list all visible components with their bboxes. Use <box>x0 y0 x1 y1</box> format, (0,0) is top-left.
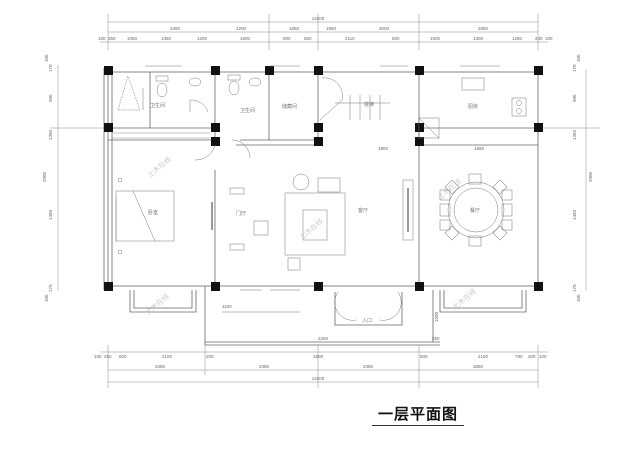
svg-text:900: 900 <box>48 94 53 102</box>
top-dimension-lines <box>100 14 548 50</box>
svg-text:100: 100 <box>576 54 581 62</box>
room-label-bath1: 卫生间 <box>150 102 165 109</box>
room-label-hall: 门厅 <box>236 210 246 217</box>
svg-text:2150: 2150 <box>478 354 489 359</box>
drawing-title: 一层平面图 <box>378 405 459 423</box>
svg-text:200: 200 <box>206 354 214 359</box>
svg-text:3450: 3450 <box>170 26 181 31</box>
room-label-storage: 储藏间 <box>282 103 297 110</box>
svg-text:170: 170 <box>572 64 577 72</box>
svg-text:土木在线: 土木在线 <box>436 177 463 202</box>
watermarks: 土木在线 土木在线 土木在线 土木在线 土木在线 <box>144 155 478 317</box>
svg-text:100: 100 <box>44 294 49 302</box>
svg-text:500: 500 <box>420 354 428 359</box>
svg-text:240: 240 <box>535 36 543 41</box>
room-label-entry: 入口 <box>362 318 372 324</box>
svg-text:900: 900 <box>572 94 577 102</box>
svg-text:2100: 2100 <box>162 354 173 359</box>
svg-text:100: 100 <box>576 294 581 302</box>
svg-text:1200: 1200 <box>236 26 247 31</box>
left-dimension-lines <box>50 65 108 290</box>
svg-text:100: 100 <box>44 54 49 62</box>
svg-text:600: 600 <box>119 354 127 359</box>
inner-dimension-text: 1800 1560 2200 1100 1500 250 <box>222 146 485 341</box>
svg-text:1950: 1950 <box>326 26 337 31</box>
svg-text:1500: 1500 <box>434 311 439 322</box>
svg-text:2110: 2110 <box>345 36 355 41</box>
room-label-dining: 餐厅 <box>470 207 480 214</box>
svg-text:1350: 1350 <box>572 129 577 140</box>
svg-text:1500: 1500 <box>430 36 441 41</box>
svg-text:2350: 2350 <box>259 364 270 369</box>
room-labels: 卫生间 卫生间 储藏间 楼梯 厨房 卧室 门厅 客厅 餐厅 入口 <box>148 101 480 324</box>
bottom-dimension-lines <box>100 345 548 388</box>
svg-text:1100: 1100 <box>222 304 232 309</box>
svg-text:土木在线: 土木在线 <box>146 155 173 180</box>
svg-text:1300: 1300 <box>473 36 484 41</box>
svg-text:3000: 3000 <box>379 26 390 31</box>
room-label-kitchen: 厨房 <box>468 103 478 110</box>
title-underline <box>372 425 464 426</box>
svg-text:100: 100 <box>94 354 102 359</box>
bottom-dimension-text: 100 250 600 2100 200 1600 500 2150 780 2… <box>94 354 547 381</box>
svg-text:1450: 1450 <box>572 209 577 220</box>
svg-text:780: 780 <box>515 354 523 359</box>
left-dimension-text: 100 170 900 1350 2900 1450 170 100 <box>42 54 53 302</box>
svg-text:250: 250 <box>104 354 112 359</box>
svg-text:1050: 1050 <box>127 36 138 41</box>
svg-text:2350: 2350 <box>363 364 374 369</box>
svg-text:2850: 2850 <box>478 26 489 31</box>
svg-text:350: 350 <box>108 36 116 41</box>
svg-text:170: 170 <box>48 64 53 72</box>
room-label-bedroom: 卧室 <box>148 209 158 216</box>
svg-text:土木在线: 土木在线 <box>298 217 325 242</box>
svg-text:1450: 1450 <box>48 209 53 220</box>
svg-text:14200: 14200 <box>312 376 325 381</box>
room-label-bath2: 卫生间 <box>240 107 255 114</box>
room-label-living: 客厅 <box>358 207 368 214</box>
svg-text:600: 600 <box>392 36 400 41</box>
bay-walls <box>129 286 527 346</box>
svg-text:2900: 2900 <box>42 171 47 182</box>
svg-text:100: 100 <box>539 354 547 359</box>
svg-text:100: 100 <box>98 36 106 41</box>
svg-text:170: 170 <box>48 284 53 292</box>
svg-text:14200: 14200 <box>312 16 325 21</box>
svg-text:1600: 1600 <box>240 36 251 41</box>
svg-text:200: 200 <box>528 354 536 359</box>
svg-text:1350: 1350 <box>161 36 172 41</box>
svg-text:土木在线: 土木在线 <box>144 292 171 317</box>
svg-text:900: 900 <box>283 36 291 41</box>
svg-text:1800: 1800 <box>378 146 389 151</box>
right-dimension-text: 100 170 900 1350 2900 1450 170 100 <box>572 54 593 302</box>
room-label-stairs: 楼梯 <box>364 101 374 108</box>
svg-text:1600: 1600 <box>313 354 324 359</box>
top-dimension-text: 14200 3450 1200 1650 1950 3000 2850 100 … <box>98 16 553 41</box>
svg-text:1560: 1560 <box>474 146 485 151</box>
svg-text:1200: 1200 <box>197 36 208 41</box>
svg-text:250: 250 <box>432 336 440 341</box>
svg-text:1650: 1650 <box>289 26 300 31</box>
right-dimension-lines <box>538 70 600 290</box>
svg-text:1350: 1350 <box>48 129 53 140</box>
walls <box>103 68 539 290</box>
columns <box>104 66 543 291</box>
svg-text:1250: 1250 <box>512 36 523 41</box>
svg-text:3450: 3450 <box>155 364 166 369</box>
svg-text:170: 170 <box>572 284 577 292</box>
svg-text:3850: 3850 <box>473 364 484 369</box>
dining-chairs <box>439 173 513 247</box>
svg-text:100: 100 <box>545 36 553 41</box>
svg-text:2200: 2200 <box>318 336 329 341</box>
fixtures <box>112 65 527 321</box>
svg-text:550: 550 <box>304 36 312 41</box>
svg-text:2900: 2900 <box>588 171 593 182</box>
